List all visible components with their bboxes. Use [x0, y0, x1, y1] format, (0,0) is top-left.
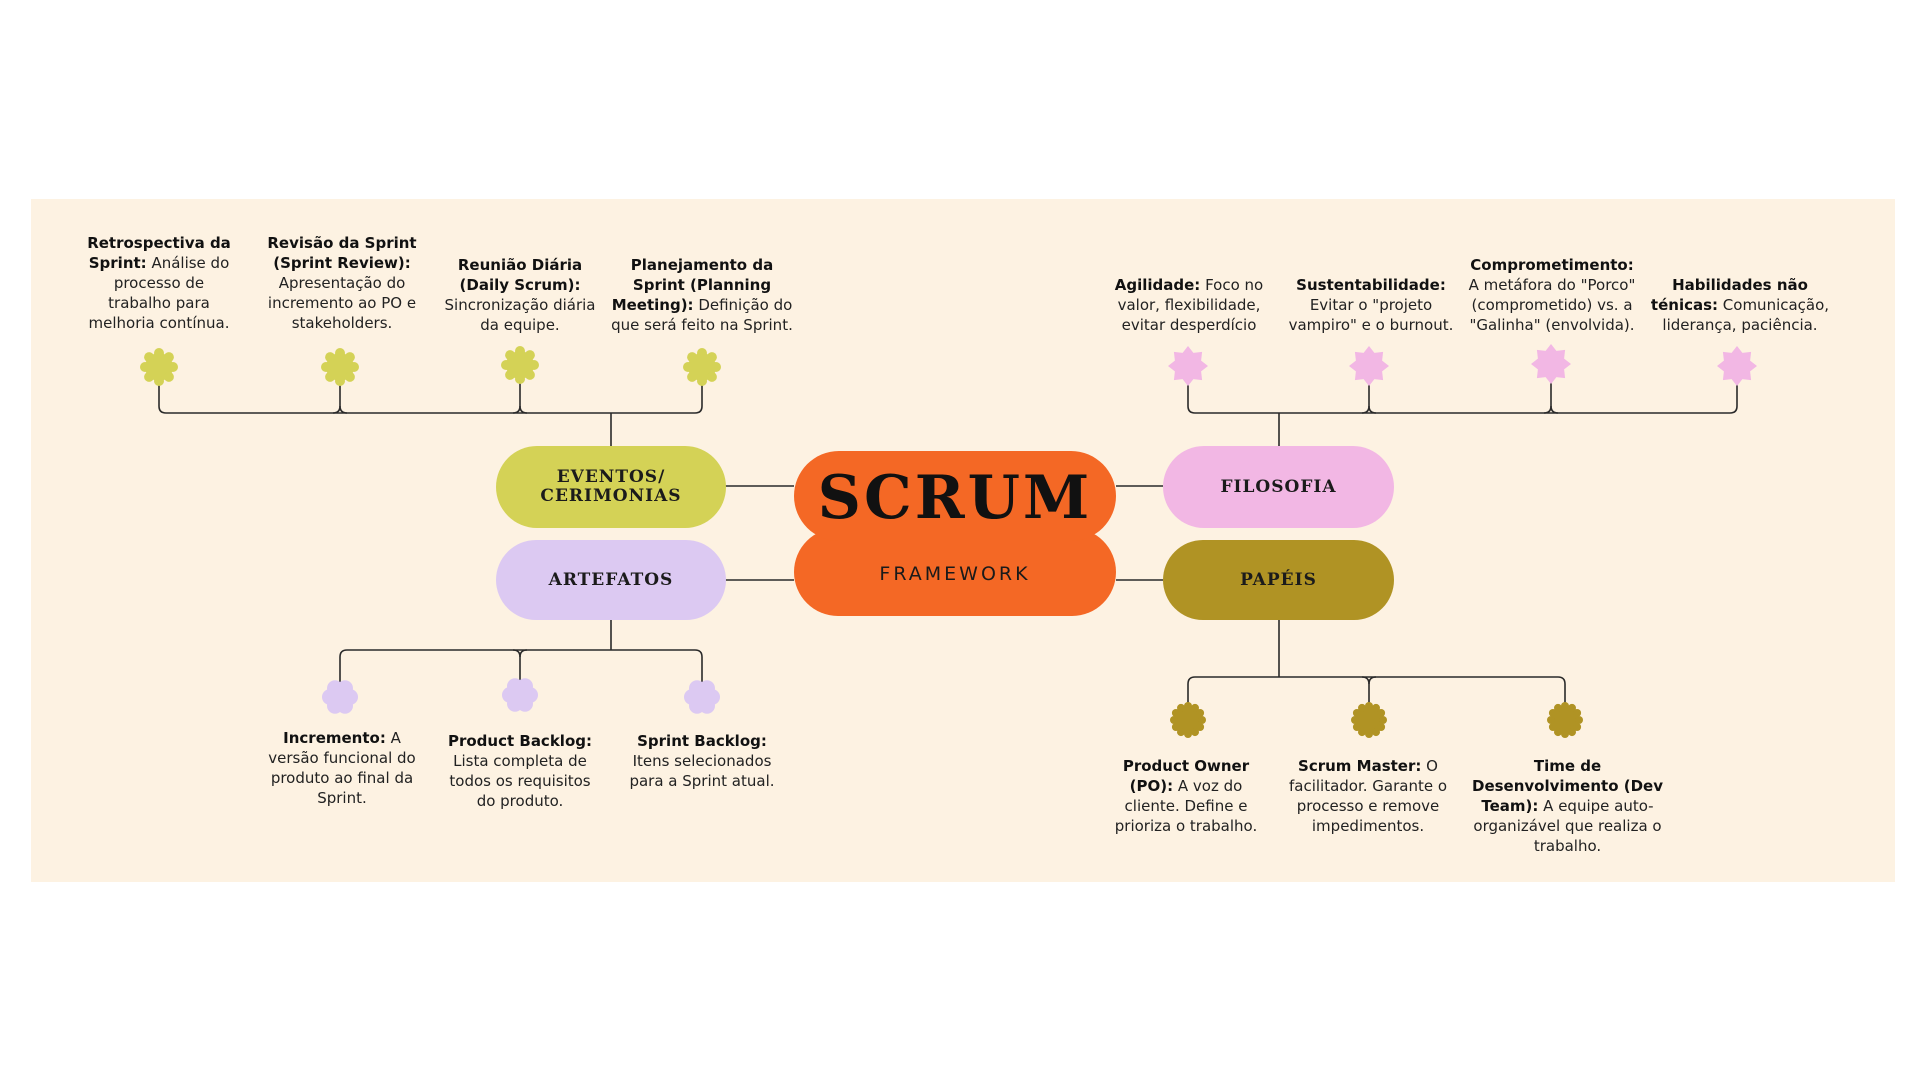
artefatos-item-product-backlog: Product Backlog: Lista completa de todos…	[447, 732, 592, 810]
papeis-item-dev-team: Time de Desenvolvimento (Dev Team): A eq…	[1472, 757, 1663, 855]
branch-eventos-label: EVENTOS/ CERIMONIAS	[540, 467, 682, 506]
papeis-item-product-owner: Product Owner (PO): A voz do cliente. De…	[1114, 757, 1258, 835]
branch-artefatos: ARTEFATOS	[496, 540, 726, 620]
flower-icon	[502, 678, 538, 712]
star-icon	[1349, 346, 1389, 386]
filosofia-item-habilidades: Habilidades não ténicas: Comunicação, li…	[1650, 276, 1830, 334]
eventos-item-retrospectiva: Retrospectiva da Sprint: Análise do proc…	[87, 234, 231, 332]
flower-icon	[322, 680, 358, 714]
filosofia-item-sustentabilidade: Sustentabilidade: Evitar o "projeto vamp…	[1288, 276, 1454, 334]
branch-papeis: PAPÉIS	[1163, 540, 1394, 620]
artefatos-item-sprint-backlog: Sprint Backlog: Itens selecionados para …	[629, 732, 775, 790]
central-title: SCRUM	[817, 463, 1093, 533]
eventos-item-daily: Reunião Diária (Daily Scrum): Sincroniza…	[444, 256, 596, 334]
sun-badge-icon	[1351, 702, 1387, 738]
scalloped-circle-icon	[683, 348, 721, 386]
artefatos-item-incremento: Incremento: A versão funcional do produt…	[268, 729, 416, 807]
branch-filosofia-label: FILOSOFIA	[1220, 476, 1337, 497]
branch-papeis-label: PAPÉIS	[1240, 569, 1317, 590]
branch-eventos: EVENTOS/ CERIMONIAS	[496, 446, 726, 528]
central-subtitle-pill: FRAMEWORK	[794, 528, 1116, 616]
star-icon	[1531, 344, 1571, 384]
filosofia-item-comprometimento: Comprometimento: A metáfora do "Porco" (…	[1468, 256, 1636, 334]
eventos-item-review: Revisão da Sprint (Sprint Review): Apres…	[267, 234, 417, 332]
branch-artefatos-label: ARTEFATOS	[548, 569, 674, 590]
papeis-item-scrum-master: Scrum Master: O facilitador. Garante o p…	[1288, 757, 1448, 835]
flower-icon	[684, 680, 720, 714]
sun-badge-icon	[1547, 702, 1583, 738]
sun-badge-icon	[1170, 702, 1206, 738]
star-icon	[1717, 346, 1757, 386]
eventos-item-planning: Planejamento da Sprint (Planning Meeting…	[611, 256, 793, 334]
central-subtitle: FRAMEWORK	[879, 563, 1031, 585]
branch-filosofia: FILOSOFIA	[1163, 446, 1394, 528]
scalloped-circle-icon	[140, 348, 178, 386]
scalloped-circle-icon	[321, 348, 359, 386]
star-icon	[1168, 346, 1208, 386]
filosofia-item-agilidade: Agilidade: Foco no valor, flexibilidade,…	[1114, 276, 1264, 334]
central-title-pill: SCRUM	[794, 451, 1116, 541]
scalloped-circle-icon	[501, 346, 539, 384]
